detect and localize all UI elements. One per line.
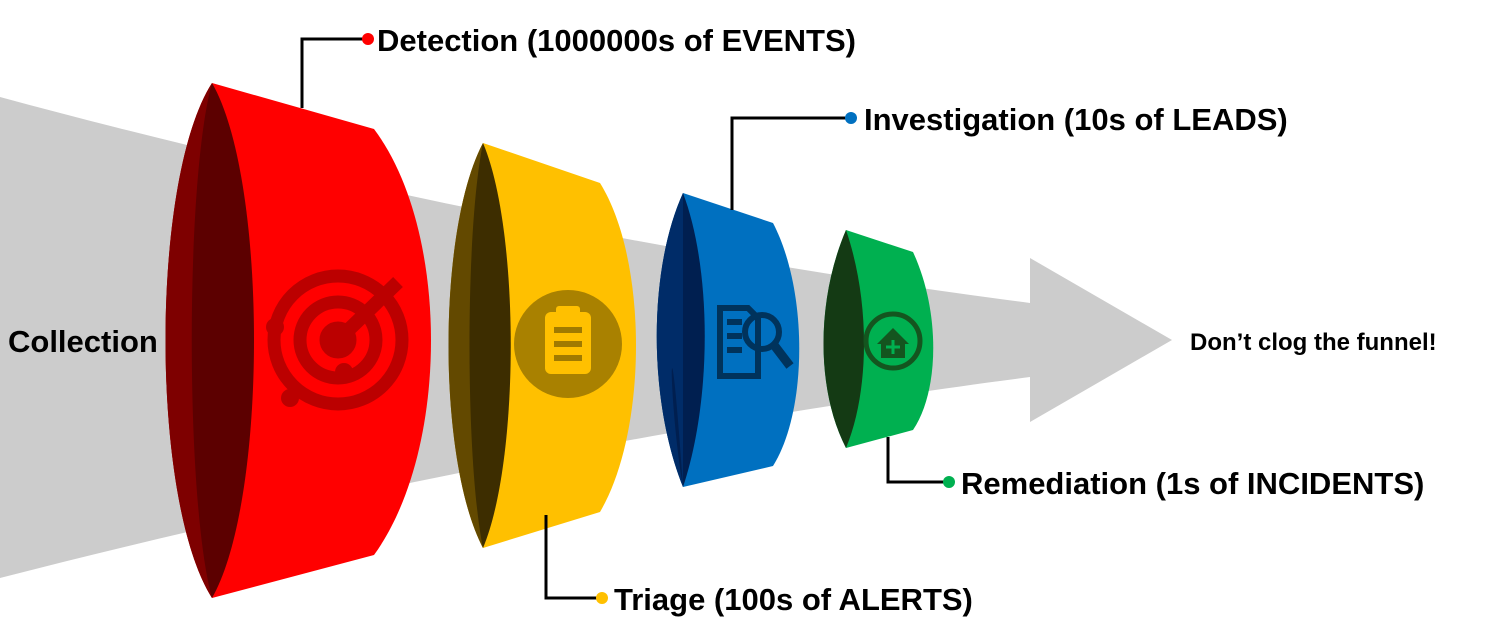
document-search-icon: [717, 305, 794, 379]
detection-ring: [165, 83, 431, 598]
triage-label: Triage (100s of ALERTS): [614, 582, 973, 617]
house-plus-icon: [863, 311, 923, 371]
remediation-ring: [823, 230, 934, 448]
triage-ring: [448, 143, 636, 548]
radar-icon: [266, 269, 409, 411]
right-label: Don’t clog the funnel!: [1190, 329, 1437, 356]
clipboard-icon: [514, 290, 622, 398]
remediation-label: Remediation (1s of INCIDENTS): [961, 466, 1424, 501]
triage-connector: [544, 515, 608, 604]
detection-label: Detection (1000000s of EVENTS): [377, 23, 856, 58]
investigation-label: Investigation (10s of LEADS): [864, 102, 1288, 137]
detection-connector: [300, 33, 374, 108]
investigation-connector: [730, 112, 857, 210]
collection-label: Collection: [8, 324, 158, 359]
investigation-ring: [656, 193, 800, 487]
remediation-connector: [886, 437, 955, 488]
